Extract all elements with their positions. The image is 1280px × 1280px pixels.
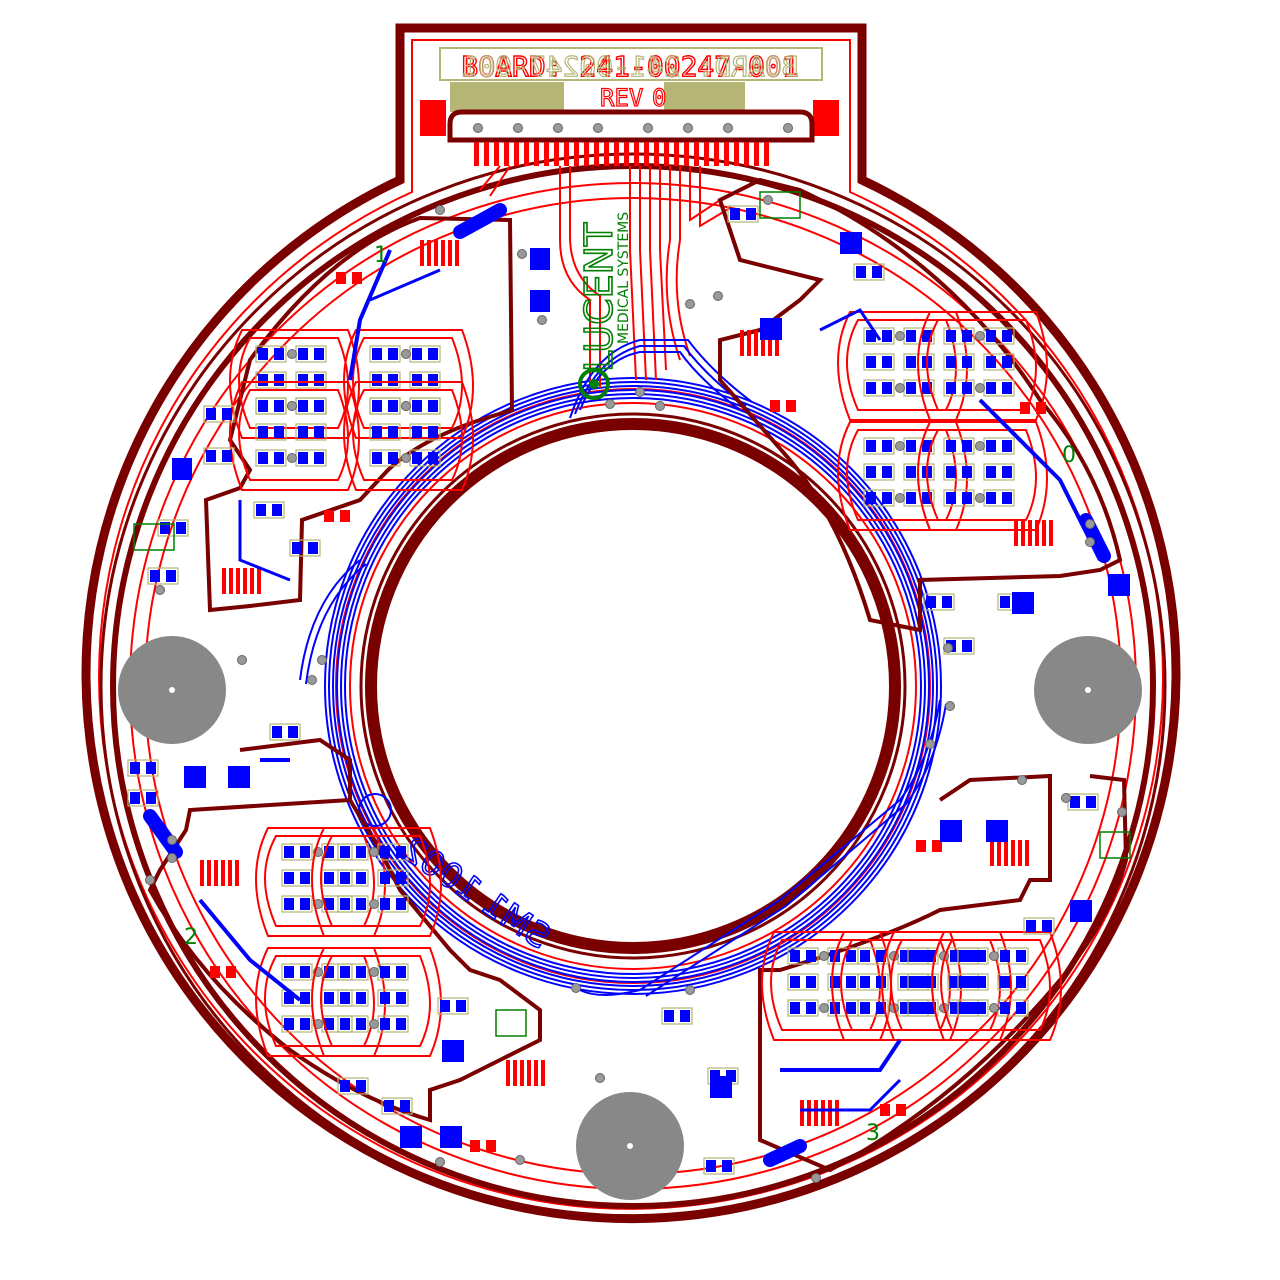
board-outline bbox=[81, 23, 1181, 1224]
board-id-mirror: BOARD: 241-00247-001 bbox=[461, 50, 798, 83]
quadrant-2-label: 2 bbox=[184, 925, 198, 950]
board-id-text: BOARD: 241-00247-001 bbox=[461, 50, 798, 83]
quadrant-2: 2 bbox=[127, 723, 545, 1152]
logo-text: LUCENT bbox=[577, 222, 621, 372]
mount-holes bbox=[118, 636, 1142, 1200]
center-hole bbox=[359, 412, 907, 960]
board-label: BOARD: 241-00247-001 BOARD: 241-00247-00… bbox=[461, 49, 800, 112]
quadrant-3: 3 bbox=[661, 773, 1129, 1175]
logo: LUCENT MEDICAL SYSTEMS bbox=[576, 212, 632, 400]
connector bbox=[420, 47, 839, 166]
rev-label: REV bbox=[600, 84, 643, 112]
logo-subtext: MEDICAL SYSTEMS bbox=[616, 212, 632, 344]
quadrant-1: 1 bbox=[147, 203, 550, 613]
silk-outlines bbox=[133, 191, 1131, 1037]
bus-traces-blue bbox=[299, 339, 947, 997]
quadrant-1-label: 1 bbox=[374, 243, 388, 268]
bus-ring bbox=[324, 377, 942, 995]
quadrant-3-label: 3 bbox=[866, 1121, 880, 1146]
rev-value: 0 bbox=[652, 84, 666, 112]
quadrant-0-label: 0 bbox=[1062, 443, 1076, 468]
quadrant-0: 0 bbox=[717, 177, 1130, 655]
